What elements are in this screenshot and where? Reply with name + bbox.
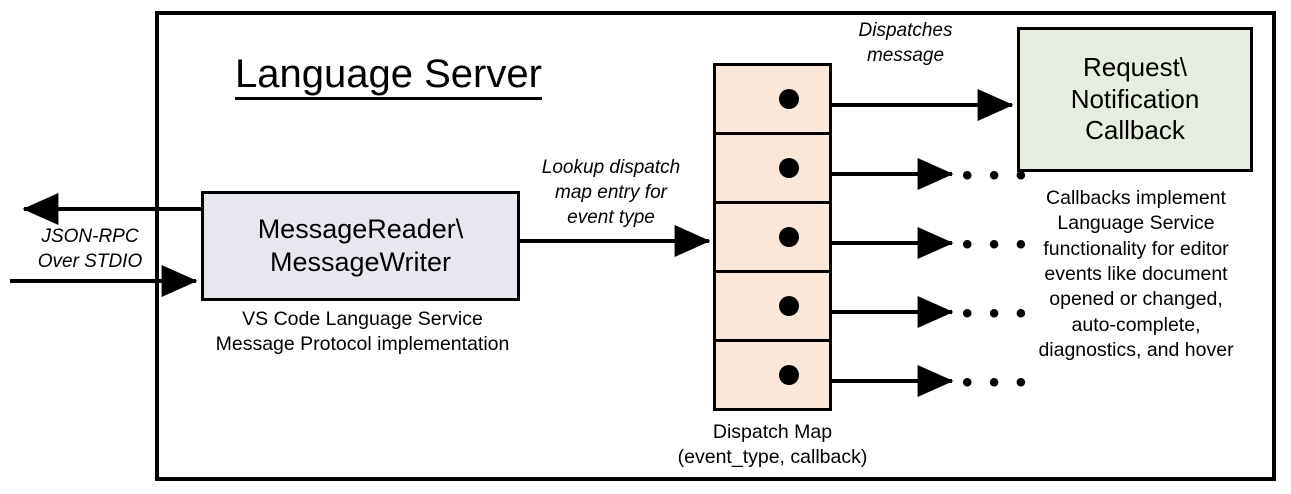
callback-caption-line-1: Callbacks implement [1046, 187, 1226, 209]
request-notification-callback-box[interactable]: Request\ Notification Callback [1017, 27, 1253, 172]
lookup-edge-label-line-1: Lookup dispatch [541, 157, 681, 178]
dispatch-map-row[interactable] [716, 135, 829, 204]
message-reader-writer-line-2: MessageWriter [269, 247, 452, 277]
callback-caption-line-3: functionality for editor [1043, 237, 1229, 260]
dispatch-map-row[interactable] [716, 273, 829, 342]
dispatch-map-caption-line-2: (event_type, callback) [677, 446, 868, 469]
callback-caption-line-2: Language Service [1057, 212, 1215, 235]
message-reader-writer-caption-line-1: VS Code Language Service [242, 308, 483, 330]
message-reader-writer-label: MessageReader\ MessageWriter [258, 213, 464, 279]
message-reader-writer-caption-line-2: Message Protocol implementation [215, 333, 510, 356]
callback-caption-line-6: auto-complete, [1071, 313, 1201, 336]
callback-pointer-dot-icon [779, 89, 799, 109]
language-server-boundary [155, 11, 1276, 481]
dispatch-map-row[interactable] [716, 204, 829, 273]
callback-pointer-dot-icon [779, 158, 799, 178]
page-title: Language Server [235, 52, 542, 100]
dispatch-map-caption: Dispatch Map (event_type, callback) [645, 420, 900, 471]
callback-line-1: Request\ [1082, 51, 1188, 82]
continuation-ellipsis-row-2: • • • [962, 159, 1031, 192]
continuation-ellipsis-row-4: • • • [962, 297, 1031, 330]
lookup-edge-label: Lookup dispatch map entry for event type [513, 155, 709, 230]
lookup-edge-label-line-2: map entry for [555, 182, 667, 204]
dispatch-map-table[interactable] [713, 63, 832, 411]
jsonrpc-edge-label-line-2: Over STDIO [37, 251, 143, 273]
continuation-ellipsis-row-5: • • • [962, 366, 1031, 399]
callback-caption-line-5: opened or changed, [1049, 288, 1223, 311]
callback-pointer-dot-icon [779, 227, 799, 247]
callback-line-3: Callback [1085, 115, 1185, 146]
callback-pointer-dot-icon [779, 365, 799, 385]
message-reader-writer-box[interactable]: MessageReader\ MessageWriter [201, 191, 520, 301]
callback-pointer-dot-icon [779, 296, 799, 316]
dispatches-edge-label: Dispatches message [833, 18, 978, 68]
jsonrpc-edge-label: JSON-RPC Over STDIO [20, 224, 160, 274]
message-reader-writer-caption: VS Code Language Service Message Protoco… [190, 307, 535, 358]
lookup-edge-label-line-3: event type [567, 207, 655, 229]
dispatch-map-caption-line-1: Dispatch Map [712, 421, 833, 443]
dispatches-edge-label-line-1: Dispatches [858, 20, 953, 41]
dispatch-map-row[interactable] [716, 342, 829, 408]
dispatches-edge-label-line-2: message [866, 45, 945, 67]
callback-line-2: Notification [1070, 83, 1200, 114]
request-notification-callback-label: Request\ Notification Callback [1071, 52, 1200, 147]
callback-caption-line-4: events like document [1044, 263, 1228, 286]
message-reader-writer-line-1: MessageReader\ [257, 214, 464, 245]
jsonrpc-edge-label-line-1: JSON-RPC [41, 226, 139, 247]
dispatch-map-row[interactable] [716, 66, 829, 135]
callback-caption: Callbacks implement Language Service fun… [1013, 186, 1259, 363]
callback-caption-line-7: diagnostics, and hover [1038, 339, 1234, 362]
continuation-ellipsis-row-3: • • • [962, 228, 1031, 261]
